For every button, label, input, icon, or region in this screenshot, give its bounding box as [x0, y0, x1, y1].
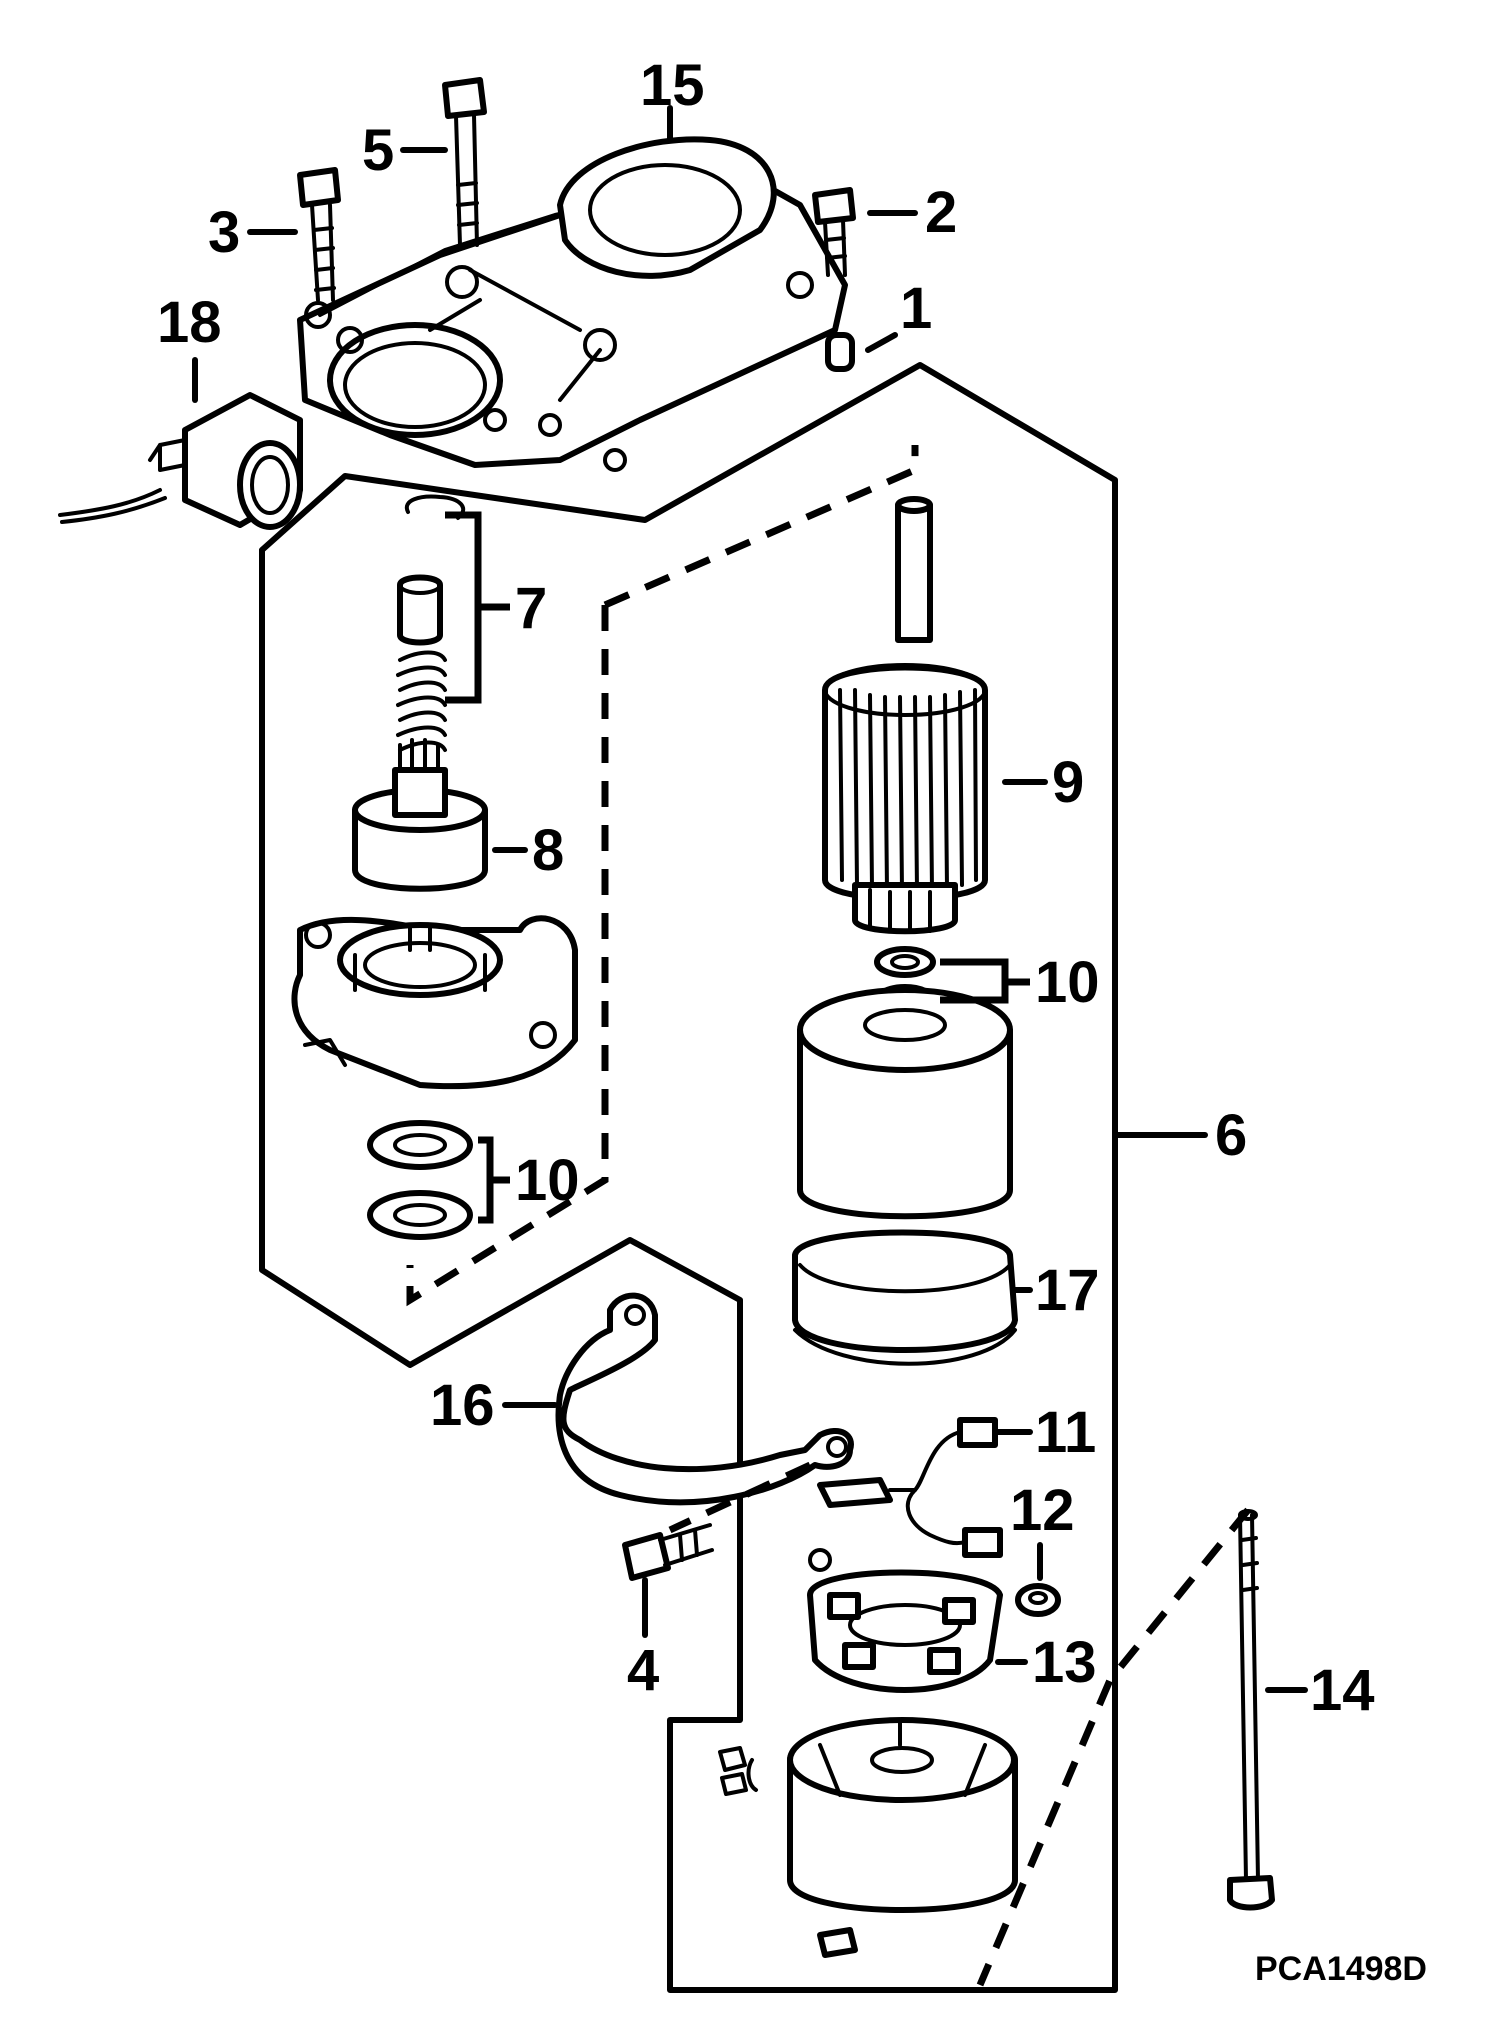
callout-10-right: 10 [1035, 950, 1100, 1015]
pinion-stop-parts-7 [396, 494, 466, 752]
brush-holder-13 [807, 1548, 1003, 1693]
callout-17: 17 [1035, 1258, 1100, 1323]
callout-3: 3 [208, 200, 240, 265]
callout-16: 16 [430, 1373, 495, 1438]
callout-12: 12 [1010, 1478, 1075, 1543]
callout-6: 6 [1215, 1103, 1247, 1168]
armature-subgroup-dashed-outline [406, 445, 919, 1307]
callout-9: 9 [1052, 750, 1084, 815]
nut-12 [1015, 1583, 1061, 1617]
bolt-3 [297, 167, 341, 302]
pin-1 [825, 332, 855, 372]
drive-end-bracket [297, 136, 848, 472]
callout-4: 4 [627, 1638, 659, 1703]
field-frame [797, 987, 1013, 1220]
callout-2: 2 [925, 180, 957, 245]
bolt-4-guide-line [668, 1461, 812, 1534]
brush-lead-11 [817, 1417, 1003, 1558]
through-bolt-14 [1227, 1509, 1275, 1911]
bolt-2 [812, 187, 856, 277]
callout-18: 18 [157, 290, 222, 355]
commutator-end-cap [718, 1717, 1018, 1958]
figure-code: PCA1498D [1255, 1950, 1427, 1988]
strap-16 [555, 1292, 854, 1506]
callout-14: 14 [1310, 1658, 1375, 1723]
drive-pinion-8 [352, 738, 488, 892]
callout-10-left: 10 [515, 1148, 580, 1213]
band-17 [792, 1229, 1018, 1366]
callout-13: 13 [1032, 1630, 1097, 1695]
leader-lines [192, 105, 1308, 1693]
callout-7: 7 [515, 576, 547, 641]
bolt-5 [442, 77, 487, 247]
bolt-4 [622, 1523, 714, 1581]
callout-11: 11 [1035, 1400, 1096, 1465]
solenoid-18 [58, 392, 303, 530]
armature-9 [822, 496, 988, 935]
callout-5: 5 [362, 118, 394, 183]
callout-8: 8 [532, 818, 564, 883]
drive-end-cap [291, 915, 578, 1090]
starter-assembly-group-outline [259, 362, 1118, 1993]
callout-1: 1 [900, 276, 932, 341]
callout-15: 15 [640, 53, 705, 118]
thrust-washers-10-left [367, 1120, 473, 1240]
